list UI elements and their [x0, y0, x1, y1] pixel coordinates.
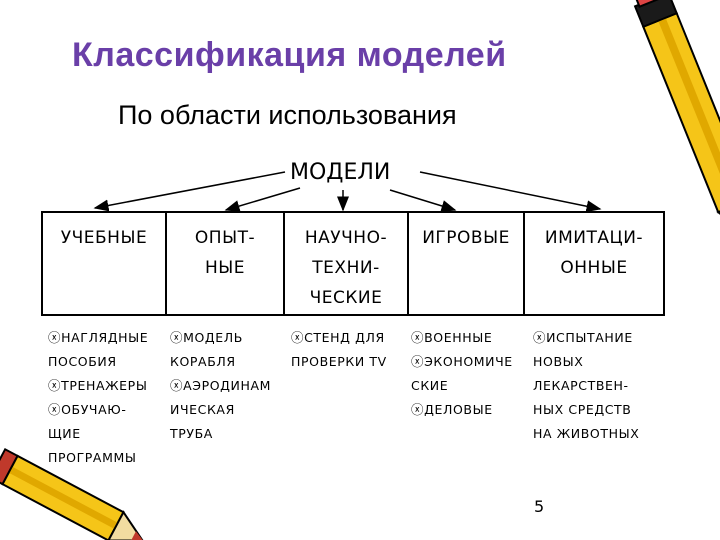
page-number: 5 [534, 497, 545, 516]
slide-title: Классификация моделей [72, 36, 507, 74]
pencil-decoration-top [633, 0, 720, 237]
example-item: ПОСОБИЯ [48, 354, 117, 369]
example-item: ПРОГРАММЫ [48, 450, 137, 465]
example-item: ⓧАЭРОДИНАМ [170, 378, 272, 393]
arrow-to-uchebnye [93, 171, 286, 212]
example-item: ИЧЕСКАЯ [170, 402, 235, 417]
example-item: ТРУБА [170, 426, 213, 441]
arrow-to-opytnye [224, 187, 301, 212]
category-uchebnye: УЧЕБНЫЕ [43, 213, 167, 314]
example-item: НЫХ СРЕДСТВ [533, 402, 632, 417]
examples-imitatsionnye: ⓧИСПЫТАНИЕ НОВЫХ ЛЕКАРСТВЕН- НЫХ СРЕДСТВ… [533, 326, 639, 446]
example-item: ЩИЕ [48, 426, 81, 441]
categories-table: УЧЕБНЫЕ ОПЫТ- НЫЕ НАУЧНО- ТЕХНИ- ЧЕСКИЕ … [41, 211, 665, 316]
example-item: НОВЫХ [533, 354, 584, 369]
arrow-to-imitatsionnye [419, 171, 602, 213]
category-nauchno-tekhnicheskie: НАУЧНО- ТЕХНИ- ЧЕСКИЕ [285, 213, 409, 314]
root-node-label: МОДЕЛИ [290, 160, 391, 185]
pencil-decoration-bottom [0, 447, 145, 540]
examples-nauchno-tekhnicheskie: ⓧСТЕНД ДЛЯ ПРОВЕРКИ TV [291, 326, 387, 374]
examples-uchebnye: ⓧНАГЛЯДНЫЕ ПОСОБИЯ ⓧТРЕНАЖЕРЫ ⓧОБУЧАЮ- Щ… [48, 326, 148, 470]
examples-opytnye: ⓧМОДЕЛЬ КОРАБЛЯ ⓧАЭРОДИНАМ ИЧЕСКАЯ ТРУБА [170, 326, 271, 446]
example-item: ⓧЭКОНОМИЧЕ [411, 354, 513, 369]
example-item: ⓧИСПЫТАНИЕ [533, 330, 633, 345]
example-item: ⓧВОЕННЫЕ [411, 330, 493, 345]
example-item: ⓧНАГЛЯДНЫЕ [48, 330, 149, 345]
example-item: ⓧОБУЧАЮ- [48, 402, 127, 417]
example-item: НА ЖИВОТНЫХ [533, 426, 640, 441]
example-item: ⓧМОДЕЛЬ [170, 330, 243, 345]
category-igrovye: ИГРОВЫЕ [409, 213, 525, 314]
arrow-to-igrovye [389, 189, 457, 212]
example-item: ЛЕКАРСТВЕН- [533, 378, 629, 393]
examples-igrovye: ⓧВОЕННЫЕ ⓧЭКОНОМИЧЕ СКИЕ ⓧДЕЛОВЫЕ [411, 326, 513, 422]
example-item: ПРОВЕРКИ TV [291, 354, 387, 369]
example-item: ⓧТРЕНАЖЕРЫ [48, 378, 148, 393]
slide-subtitle: По области использования [118, 100, 457, 130]
category-opytnye: ОПЫТ- НЫЕ [167, 213, 285, 314]
example-item: ⓧСТЕНД ДЛЯ [291, 330, 385, 345]
example-item: СКИЕ [411, 378, 449, 393]
example-item: КОРАБЛЯ [170, 354, 236, 369]
example-item: ⓧДЕЛОВЫЕ [411, 402, 493, 417]
category-imitatsionnye: ИМИТАЦИ- ОННЫЕ [544, 228, 644, 278]
